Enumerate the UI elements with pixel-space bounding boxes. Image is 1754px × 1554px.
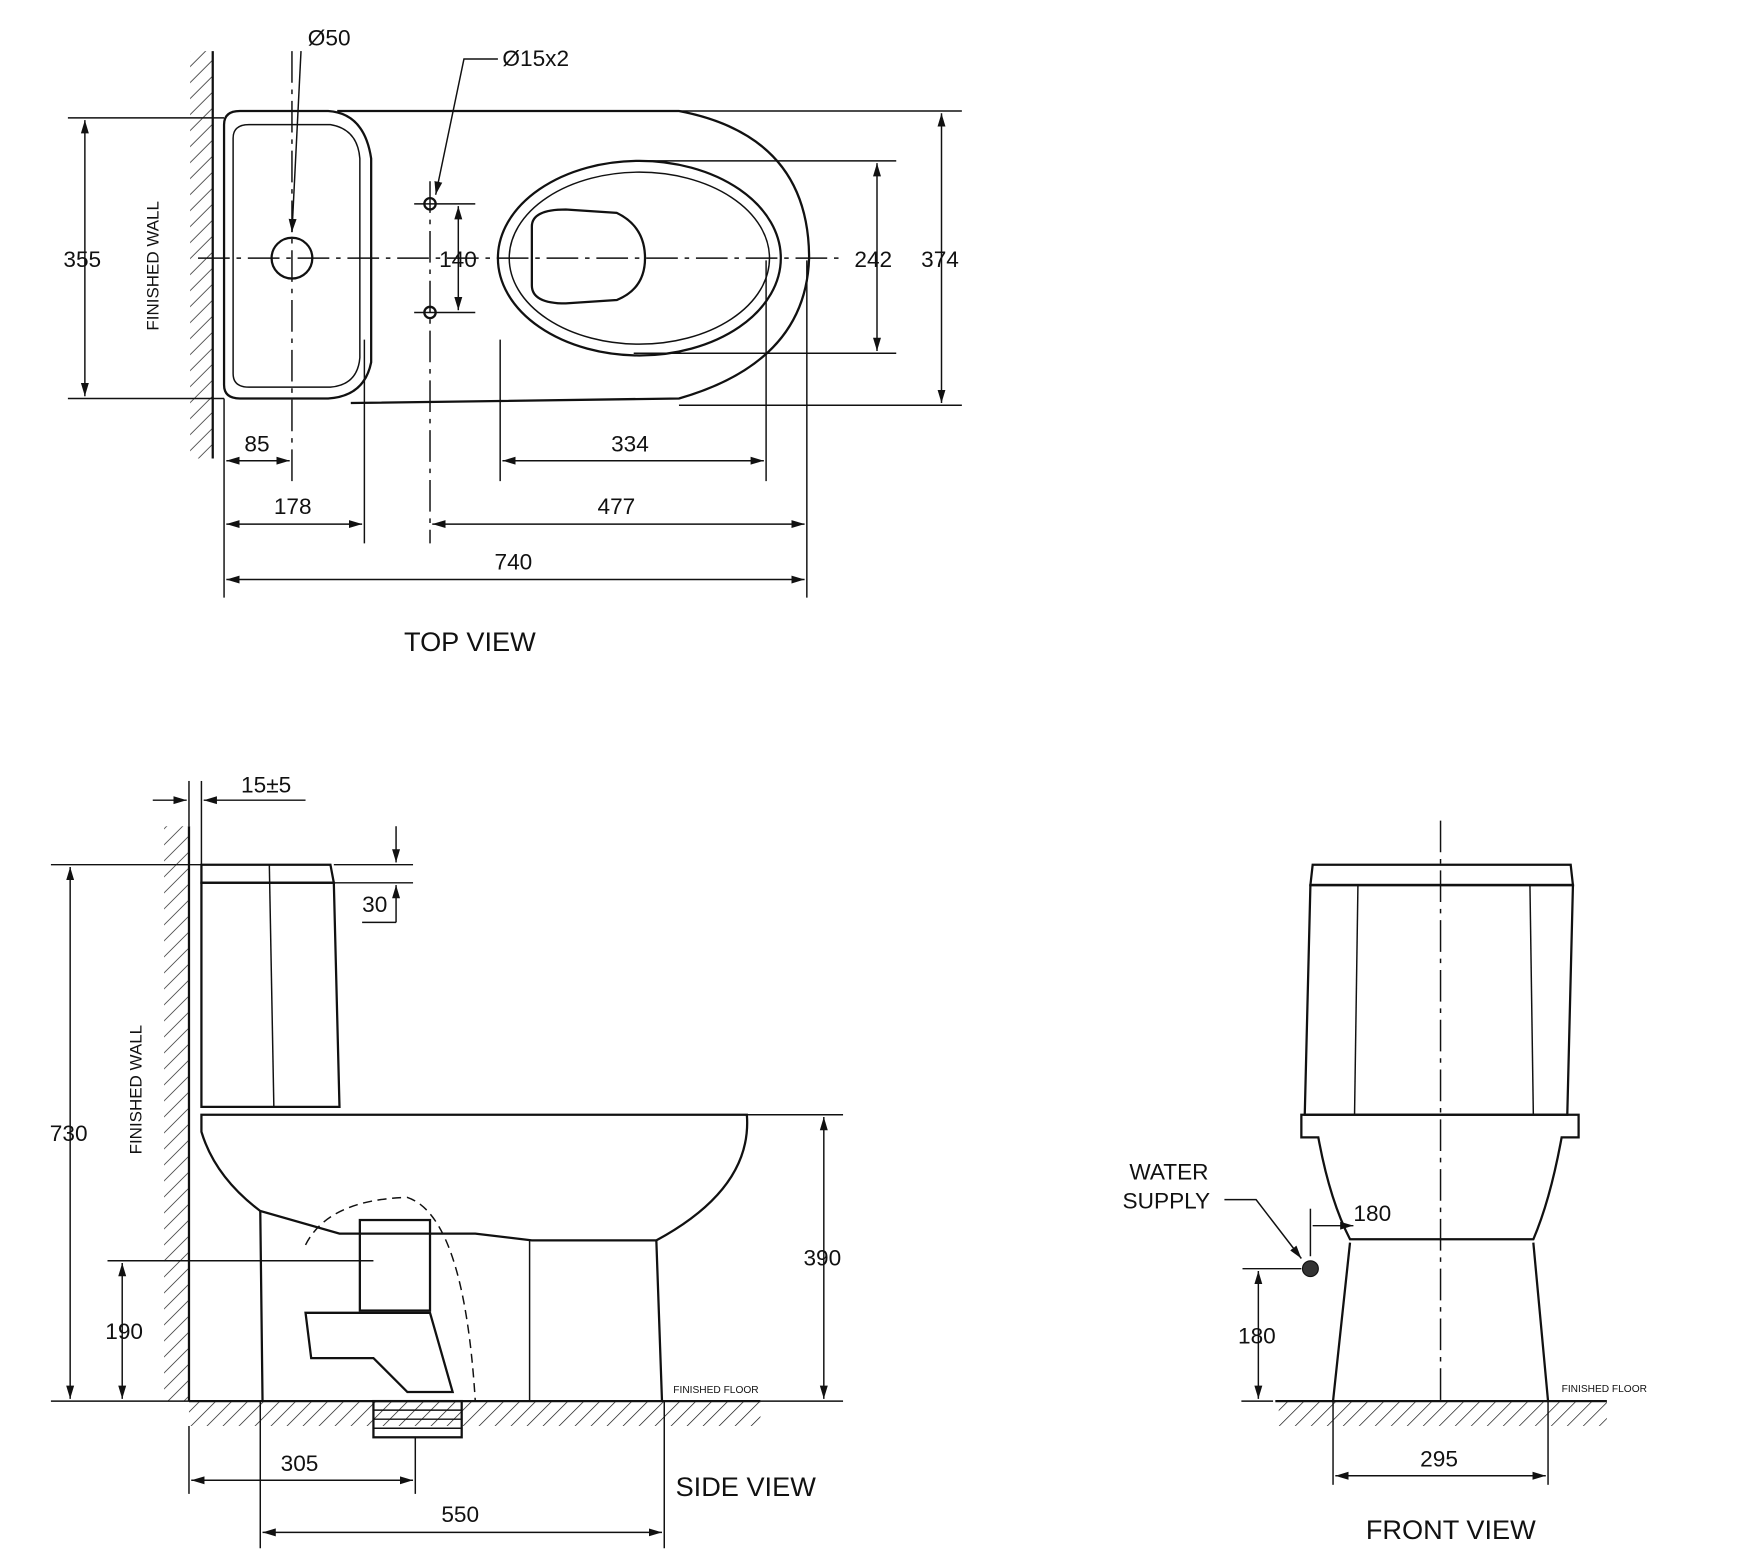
dim-295: 295 [1420, 1447, 1458, 1472]
dim-355: 355 [63, 247, 101, 272]
dim-85: 85 [244, 432, 269, 457]
tank-lid [200, 863, 336, 884]
top-view-title: TOP VIEW [404, 626, 536, 657]
dim-390: 390 [803, 1245, 841, 1270]
dim-477: 477 [597, 494, 635, 519]
dim-15-5: 15±5 [241, 772, 291, 797]
dim-180-height: 180 [1238, 1323, 1276, 1348]
dim-740: 740 [495, 549, 533, 574]
bowl-outline [337, 109, 811, 405]
side-view-title: SIDE VIEW [676, 1471, 817, 1502]
water-supply-label: WATER [1129, 1159, 1208, 1184]
dim-190: 190 [105, 1319, 143, 1344]
dim-178: 178 [274, 494, 312, 519]
wall-label: FINISHED WALL [126, 1025, 145, 1155]
wall-hatch [190, 51, 213, 459]
outlet-diameter-label: Ø50 [308, 25, 351, 50]
side-view: 15±5 30 730 390 190 305 550 FINISHED WAL… [50, 772, 844, 1549]
bolt-holes-label: Ø15x2 [502, 46, 569, 71]
dim-334: 334 [611, 432, 649, 457]
water-supply-label: SUPPLY [1123, 1189, 1211, 1214]
tank-outline [222, 109, 373, 400]
dim-550: 550 [441, 1502, 479, 1527]
dim-730: 730 [50, 1121, 88, 1146]
water-supply-point [1301, 1260, 1319, 1278]
tank-body [200, 881, 341, 1108]
wall-label: FINISHED WALL [143, 201, 162, 330]
bowl-side [200, 1113, 749, 1242]
floor-label: FINISHED FLOOR [1562, 1384, 1647, 1395]
dim-242: 242 [854, 247, 892, 272]
dim-30: 30 [362, 892, 387, 917]
tank-lid [1309, 863, 1575, 887]
bowl-front [1300, 1113, 1580, 1241]
front-view-title: FRONT VIEW [1366, 1514, 1536, 1545]
dim-374: 374 [921, 247, 959, 272]
dim-180-offset: 180 [1353, 1201, 1391, 1226]
trap [358, 1218, 432, 1312]
dim-305: 305 [281, 1451, 319, 1476]
floor-label: FINISHED FLOOR [673, 1385, 758, 1396]
dim-140: 140 [439, 247, 477, 272]
top-view: Ø50 Ø15x2 355 140 242 374 85 334 178 477… [63, 25, 962, 657]
front-view: WATER SUPPLY 180 180 295 FINISHED FLOOR … [1123, 820, 1647, 1545]
